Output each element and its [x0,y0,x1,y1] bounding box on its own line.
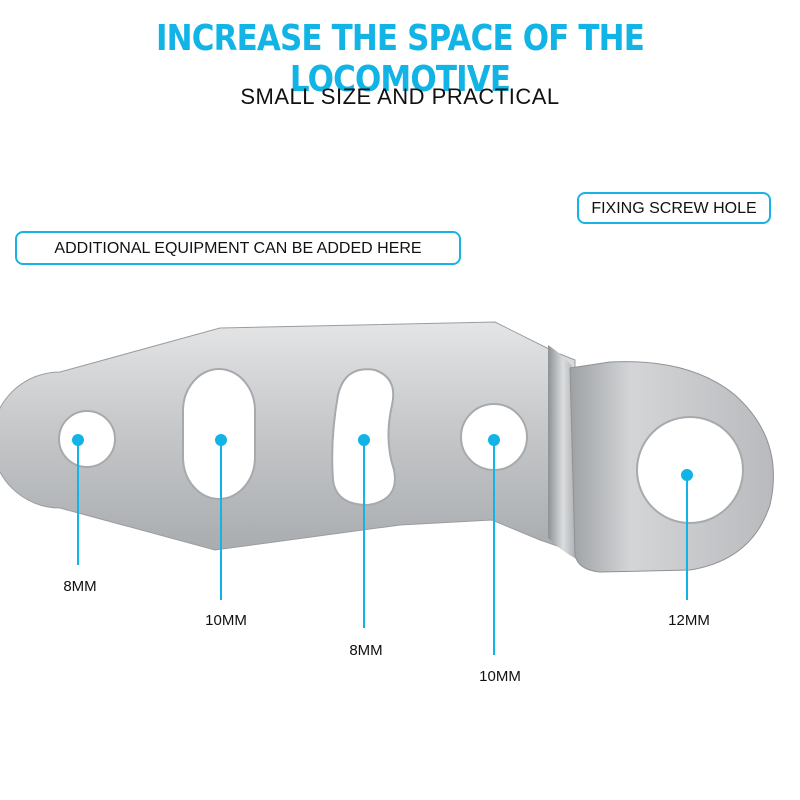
additional-equipment-callout: ADDITIONAL EQUIPMENT CAN BE ADDED HERE [15,231,461,265]
page-title: INCREASE THE SPACE OF THE LOCOMOTIVE [156,18,645,100]
dot-hole2 [215,434,227,446]
dimension-label-hole1: 8MM [63,578,97,595]
dimension-label-hole3: 8MM [349,642,383,659]
dimension-label-hole5: 12MM [668,612,710,629]
dot-hole1 [72,434,84,446]
dimension-label-hole4: 10MM [479,668,521,685]
dot-hole5 [681,469,693,481]
dot-hole3 [358,434,370,446]
slot-10mm [182,368,256,500]
dot-hole4 [488,434,500,446]
fixing-screw-hole-callout: FIXING SCREW HOLE [577,192,771,224]
dimension-label-hole2: 10MM [205,612,247,629]
hole-8mm-round [58,410,116,468]
bracket-plate [0,321,576,553]
page-subtitle: SMALL SIZE AND PRACTICAL [240,84,560,109]
